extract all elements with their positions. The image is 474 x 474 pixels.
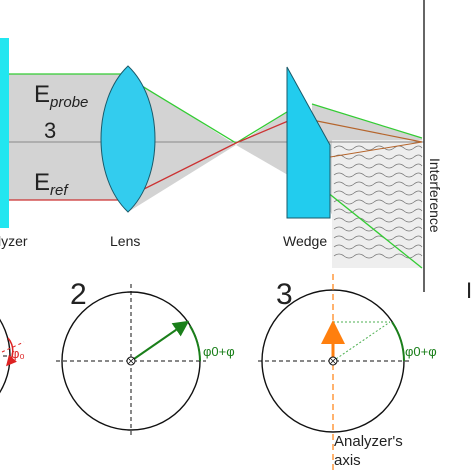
e-probe-label: Eprobe bbox=[34, 81, 88, 111]
panel-2-angle-label: φ0+φ bbox=[203, 344, 235, 359]
panel-3-number: 3 bbox=[276, 278, 293, 311]
interference-fringes bbox=[332, 140, 423, 268]
lens bbox=[100, 65, 156, 213]
optical-setup: Eprobe 3 Eref lyzer Lens Wedge Interfere… bbox=[0, 0, 472, 303]
ref-beam-ray-out bbox=[311, 119, 423, 143]
wedge bbox=[286, 66, 331, 219]
panel-3-angle-label: φ0+φ bbox=[405, 344, 437, 359]
interference-label: Interference bbox=[427, 158, 443, 233]
panel-2-green-arrow bbox=[130, 320, 190, 362]
analyzer-label: lyzer bbox=[0, 233, 28, 249]
ref-beam-ray bbox=[8, 115, 301, 201]
lens-label: Lens bbox=[110, 233, 140, 249]
beam-region-converging bbox=[128, 76, 236, 212]
panel-2-number: 2 bbox=[70, 278, 87, 311]
panel-3: 3 φ0+φ Analyzer's axis bbox=[258, 274, 437, 474]
wedge-label: Wedge bbox=[283, 233, 327, 249]
panel-3-green-arc bbox=[391, 321, 405, 362]
panel-1-angle-arc bbox=[6, 337, 17, 367]
panel-2-green-arc bbox=[189, 325, 201, 362]
analyzer-axis-label-line2: axis bbox=[334, 452, 361, 469]
panel-2: 2 φ0+φ bbox=[56, 278, 235, 438]
probe-beam-ray bbox=[8, 73, 301, 144]
analyzer-axis-label-line1: Analyzer's bbox=[334, 433, 403, 450]
panel-1: φ₀ bbox=[0, 318, 25, 394]
beam-region-diverging bbox=[236, 104, 300, 182]
panel-1-angle-label: φ₀ bbox=[11, 346, 25, 361]
cut-off-right-label: I bbox=[466, 278, 472, 303]
analyzer-plate bbox=[0, 38, 9, 228]
probe-beam-top-out bbox=[311, 103, 423, 139]
e-ref-label: Eref bbox=[34, 169, 69, 199]
panel-3-green-dotted-vector bbox=[332, 321, 391, 362]
center-number-label: 3 bbox=[44, 118, 56, 143]
